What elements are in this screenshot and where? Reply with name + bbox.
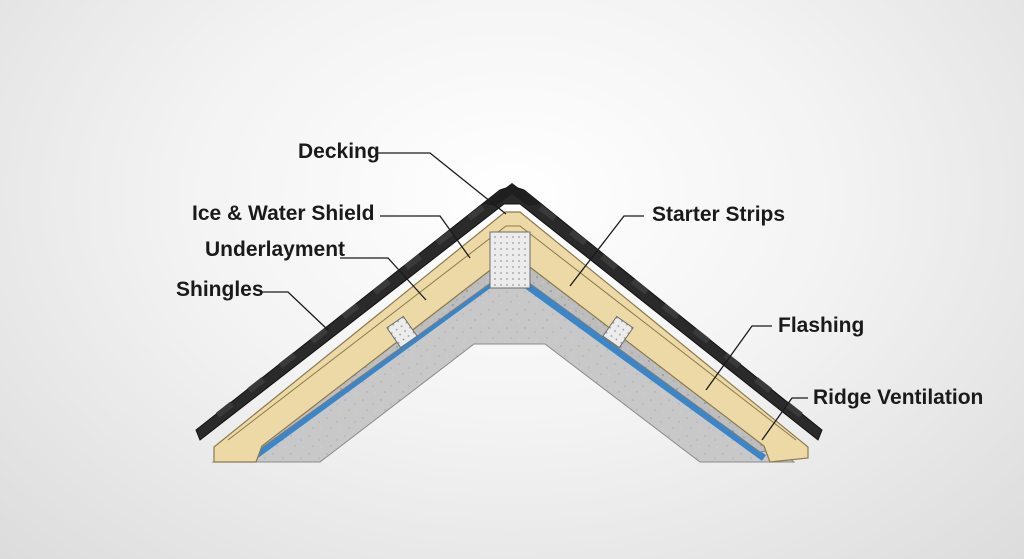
shingle-tab — [435, 229, 454, 246]
label-decking: Decking — [298, 140, 380, 163]
label-underlayment: Underlayment — [205, 238, 345, 261]
shingle-tab — [600, 254, 618, 270]
shingle-tab — [630, 278, 649, 295]
starter-strips-leader — [569, 215, 644, 287]
shingle-tab — [467, 204, 485, 221]
ridge-vent-block — [489, 231, 531, 289]
ridge-cap — [484, 183, 540, 206]
shingle-tab — [404, 254, 423, 270]
label-ridge-ventilation: Ridge Ventilation — [813, 386, 983, 409]
ridge-ventilation-leader — [761, 397, 808, 441]
decking-layer — [213, 211, 809, 463]
shingle-tab — [754, 377, 772, 393]
shingles-leader — [262, 291, 329, 331]
shingle-tab — [692, 327, 711, 344]
label-shingles: Shingles — [176, 278, 264, 301]
shingle-tab — [372, 278, 391, 295]
shingle-tab — [723, 352, 742, 369]
ice-water-shield-leader — [380, 215, 471, 259]
shingle-tab — [310, 327, 328, 344]
label-starter-strips: Starter Strips — [652, 203, 785, 226]
flashing-clip-right — [602, 315, 634, 349]
shingle-tab — [538, 204, 557, 221]
decking-leader — [378, 152, 507, 215]
label-flashing: Flashing — [778, 314, 864, 337]
shingle-tab — [569, 229, 588, 246]
shingle-tab — [661, 303, 680, 320]
shingle-tab — [784, 401, 803, 418]
flashing-clip-left — [386, 315, 418, 349]
underlayment-leader — [340, 257, 427, 301]
shingle-tab — [247, 377, 266, 393]
shingle-tab — [215, 401, 234, 418]
shingle-tab — [278, 352, 297, 369]
flashing-leader — [705, 325, 772, 391]
label-ice-water-shield: Ice & Water Shield — [192, 202, 374, 225]
shingle-tabs — [215, 204, 803, 418]
starter-strip-line — [227, 225, 797, 441]
shingle-tab — [341, 303, 360, 320]
